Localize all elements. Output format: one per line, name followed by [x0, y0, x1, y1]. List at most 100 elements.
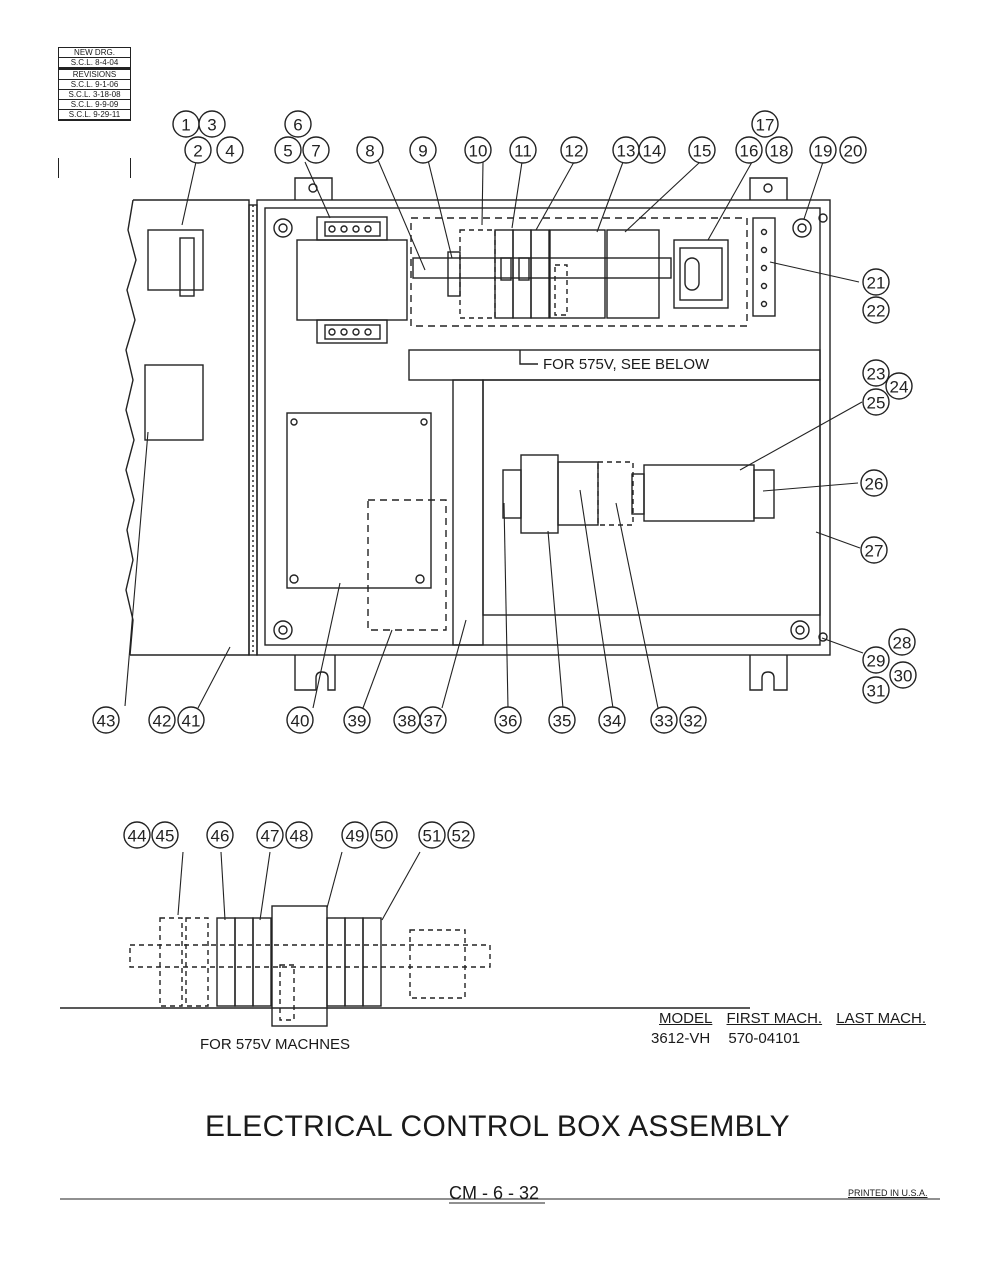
callout-number: 12 [565, 142, 584, 161]
callout-40: 40 [286, 706, 314, 734]
callout-number: 21 [867, 274, 886, 293]
callout-26: 26 [860, 469, 888, 497]
callout-number: 32 [684, 712, 703, 731]
callout-balloon [751, 110, 779, 138]
callout-balloon [885, 372, 913, 400]
callout-number: 11 [514, 142, 532, 161]
callout-number: 30 [894, 667, 913, 686]
callout-11: 11 [509, 136, 537, 164]
note-for-575v: FOR 575V, SEE BELOW [543, 356, 710, 373]
callout-23: 23 [862, 359, 890, 387]
leader-lines [124, 159, 864, 921]
callout-48: 48 [285, 821, 313, 849]
callout-36: 36 [494, 706, 522, 734]
callout-balloon [284, 110, 312, 138]
callout-balloon [409, 136, 437, 164]
callout-number: 10 [469, 142, 488, 161]
callout-52: 52 [447, 821, 475, 849]
new-drawing-label: NEW DRG. [59, 48, 130, 58]
callout-balloon [494, 706, 522, 734]
callout-number: 34 [603, 712, 622, 731]
callout-number: 8 [365, 142, 374, 161]
callout-18: 18 [765, 136, 793, 164]
callout-33: 33 [650, 706, 678, 734]
callout-21: 21 [862, 268, 890, 296]
callout-5: 5 [274, 136, 302, 164]
callout-number: 4 [225, 142, 234, 161]
callout-number: 19 [814, 142, 833, 161]
callout-number: 22 [867, 302, 886, 321]
callout-49: 49 [341, 821, 369, 849]
callout-46: 46 [206, 821, 234, 849]
callout-balloon [548, 706, 576, 734]
callout-3: 3 [198, 110, 226, 138]
callout-number: 25 [867, 394, 886, 413]
page-title: ELECTRICAL CONTROL BOX ASSEMBLY [204, 1110, 790, 1143]
callout-balloon [184, 136, 212, 164]
callout-balloon [560, 136, 588, 164]
callout-number: 44 [128, 827, 147, 846]
callout-balloon [341, 821, 369, 849]
callout-number: 24 [890, 378, 909, 397]
model-table-header: MODEL FIRST MACH. LAST MACH. [659, 1010, 926, 1027]
callout-12: 12 [560, 136, 588, 164]
callout-balloon [862, 268, 890, 296]
callout-balloon [256, 821, 284, 849]
enclosure-door [125, 199, 250, 656]
callout-balloon [735, 136, 763, 164]
callout-28: 28 [888, 628, 916, 656]
callout-47: 47 [256, 821, 284, 849]
printed-in-usa: PRINTED IN U.S.A. [848, 1188, 928, 1198]
callout-balloon [92, 706, 120, 734]
callout-balloon [839, 136, 867, 164]
callout-39: 39 [343, 706, 371, 734]
callout-balloon [148, 706, 176, 734]
callout-10: 10 [464, 136, 492, 164]
callout-balloon [216, 136, 244, 164]
callout-17: 17 [751, 110, 779, 138]
callout-41: 41 [177, 706, 205, 734]
callout-balloon [285, 821, 313, 849]
callout-balloon [765, 136, 793, 164]
callout-4: 4 [216, 136, 244, 164]
revision-entry: S.C.L. 9-29-11 [59, 110, 130, 120]
revision-entry: S.C.L. 9-1-06 [59, 80, 130, 90]
callout-34: 34 [598, 706, 626, 734]
callout-balloon [123, 821, 151, 849]
callout-balloon [638, 136, 666, 164]
callout-balloon [274, 136, 302, 164]
callout-22: 22 [862, 296, 890, 324]
callout-number: 14 [643, 142, 662, 161]
callout-15: 15 [688, 136, 716, 164]
callout-number: 37 [424, 712, 443, 731]
model-cell: 3612-VH [651, 1030, 711, 1047]
callout-number: 28 [893, 634, 912, 653]
callout-35: 35 [548, 706, 576, 734]
revisions-label: REVISIONS [59, 68, 130, 80]
callout-number: 27 [865, 542, 884, 561]
callout-number: 51 [423, 827, 442, 846]
callout-balloon [151, 821, 179, 849]
callout-number: 49 [346, 827, 365, 846]
callout-32: 32 [679, 706, 707, 734]
note-575v-machines: FOR 575V MACHNES [200, 1036, 351, 1053]
callout-14: 14 [638, 136, 666, 164]
callout-balloon [198, 110, 226, 138]
callout-16: 16 [735, 136, 763, 164]
callout-balloon [286, 706, 314, 734]
callout-number: 40 [291, 712, 310, 731]
page-number: CM - 6 - 32 [449, 1183, 540, 1203]
callout-balloon [370, 821, 398, 849]
callout-51: 51 [418, 821, 446, 849]
callout-number: 52 [452, 827, 471, 846]
callout-balloon [888, 628, 916, 656]
first-mach-cell: 570-04101 [728, 1030, 801, 1047]
callout-balloon [862, 676, 890, 704]
callout-balloon [509, 136, 537, 164]
callout-balloon [356, 136, 384, 164]
callout-number: 7 [311, 142, 320, 161]
callout-45: 45 [151, 821, 179, 849]
callout-number: 23 [867, 365, 886, 384]
callout-8: 8 [356, 136, 384, 164]
callout-balloon [809, 136, 837, 164]
